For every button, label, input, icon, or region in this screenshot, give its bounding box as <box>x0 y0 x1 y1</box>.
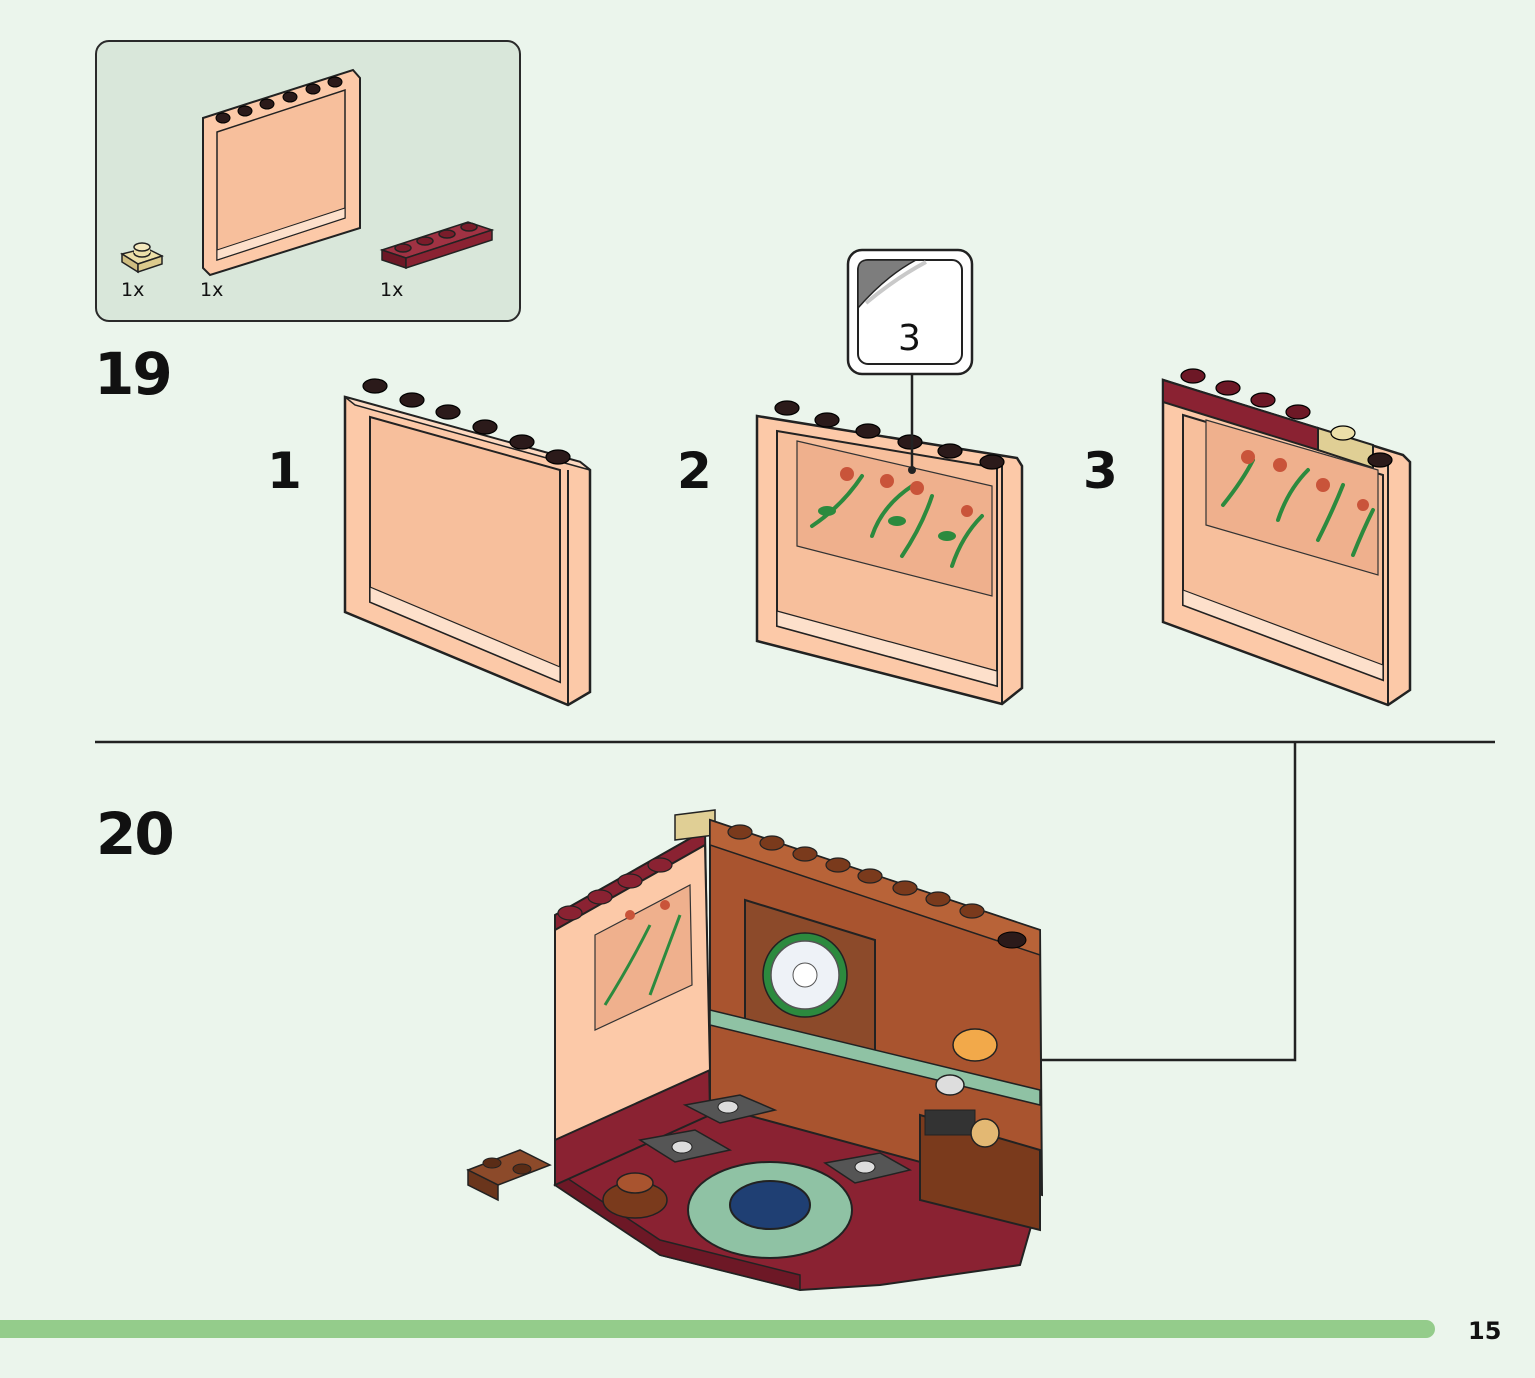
sticker-callout <box>846 248 974 474</box>
substep-2-wall-panel <box>755 400 1024 706</box>
sticker-number: 3 <box>898 318 921 359</box>
part-qty-3: 1x <box>380 279 404 301</box>
tan-plate-part <box>120 242 164 274</box>
substep-number-1: 1 <box>267 442 302 500</box>
step-number-19: 19 <box>94 340 173 408</box>
page-number: 15 <box>1468 1317 1502 1345</box>
part-qty-1: 1x <box>121 279 145 301</box>
substep-number-3: 3 <box>1083 442 1118 500</box>
progress-bar <box>0 1320 1435 1338</box>
part-qty-2: 1x <box>200 279 224 301</box>
step-number-20: 20 <box>96 800 175 868</box>
step-20-room-model <box>466 809 1044 1292</box>
substep-1-wall-panel <box>343 378 592 707</box>
substep-number-2: 2 <box>677 442 712 500</box>
substep-3-wall-panel <box>1161 368 1412 707</box>
darkred-plate-part <box>379 221 495 270</box>
wall-panel-part <box>202 68 361 277</box>
